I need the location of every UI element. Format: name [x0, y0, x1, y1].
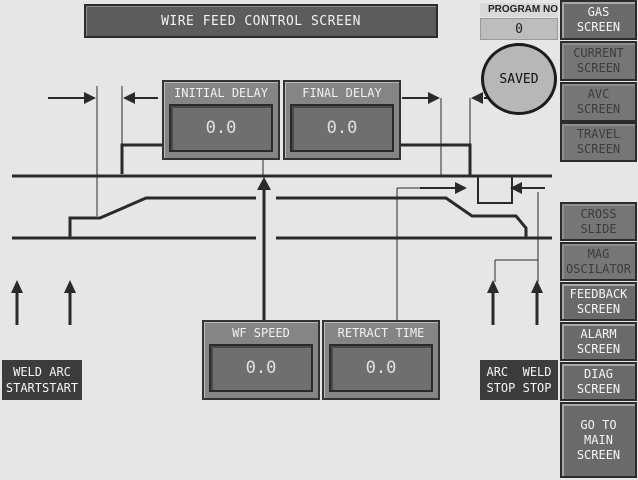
initial-delay-panel: INITIAL DELAY 0.0	[162, 80, 280, 160]
delay-signal-trace	[400, 143, 472, 176]
wf-speed-panel: WF SPEED 0.0	[202, 320, 320, 400]
screen-title: WIRE FEED CONTROL SCREEN	[84, 4, 438, 38]
arc-weld-stop-label: ARC WELD STOP STOP	[480, 360, 558, 400]
retract-time-value[interactable]: 0.0	[329, 344, 433, 392]
delay-signal-trace	[120, 143, 162, 174]
wf-speed-label: WF SPEED	[232, 326, 290, 340]
wf-speed-value[interactable]: 0.0	[209, 344, 313, 392]
wire-feed-trace	[276, 196, 528, 238]
final-delay-value[interactable]: 0.0	[290, 104, 394, 152]
current-screen-button[interactable]: CURRENT SCREEN	[560, 41, 637, 81]
retract-signal-trace	[477, 176, 513, 204]
program-number-value[interactable]: 0	[480, 18, 558, 40]
final-delay-label: FINAL DELAY	[302, 86, 382, 100]
feedback-screen-button[interactable]: FEEDBACK SCREEN	[560, 282, 637, 321]
go-to-main-screen-button[interactable]: GO TO MAIN SCREEN	[560, 402, 637, 478]
travel-screen-button[interactable]: TRAVEL SCREEN	[560, 122, 637, 162]
wire-feed-trace	[68, 196, 256, 238]
initial-delay-value[interactable]: 0.0	[169, 104, 273, 152]
final-delay-panel: FINAL DELAY 0.0	[283, 80, 401, 160]
weld-arc-start-label: WELD ARC STARTSTART	[2, 360, 82, 400]
mag-oscilator-button[interactable]: MAG OSCILATOR	[560, 242, 637, 281]
retract-time-label: RETRACT TIME	[337, 326, 425, 340]
saved-indicator: SAVED	[481, 43, 557, 115]
gas-screen-button[interactable]: GAS SCREEN	[560, 0, 637, 40]
cross-slide-button[interactable]: CROSS SLIDE	[560, 202, 637, 241]
program-number-label: PROGRAM NO	[480, 3, 558, 17]
retract-time-panel: RETRACT TIME 0.0	[322, 320, 440, 400]
initial-delay-label: INITIAL DELAY	[174, 86, 268, 100]
avc-screen-button[interactable]: AVC SCREEN	[560, 82, 637, 122]
alarm-screen-button[interactable]: ALARM SCREEN	[560, 322, 637, 361]
diag-screen-button[interactable]: DIAG SCREEN	[560, 362, 637, 401]
